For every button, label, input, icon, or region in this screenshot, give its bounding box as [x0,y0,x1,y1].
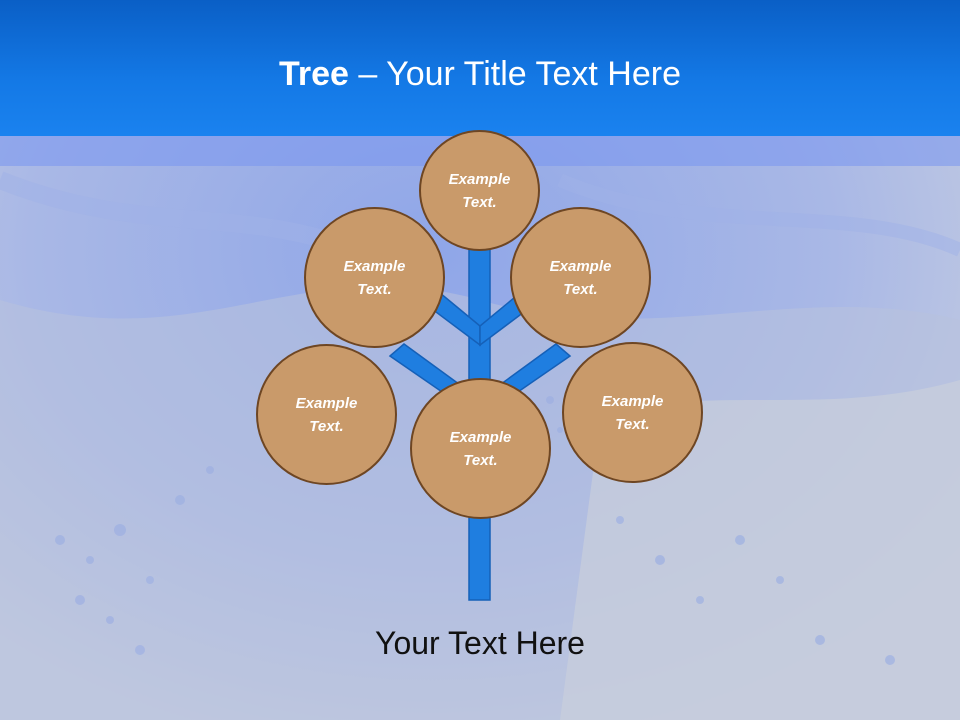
circle-top-text: Example Text. [448,170,511,211]
title-rest: – Your Title Text Here [348,55,681,93]
circle-upper-right: Example Text. [510,207,651,348]
circle-upper-left-text: Example Text. [343,257,406,298]
circle-upper-left: Example Text. [304,207,445,348]
slide-title: Tree – Your Title Text Here [0,52,960,96]
circle-top: Example Text. [419,130,540,251]
circle-center: Example Text. [410,378,551,519]
circle-lower-left-text: Example Text. [295,394,358,435]
circle-lower-left: Example Text. [256,344,397,485]
bottom-caption: Your Text Here [375,625,585,661]
title-bold: Tree [279,55,349,93]
circle-lower-right-text: Example Text. [601,392,664,433]
circle-upper-right-text: Example Text. [549,257,612,298]
circle-center-text: Example Text. [449,428,512,469]
circle-lower-right: Example Text. [562,342,703,483]
title-bar [0,0,960,136]
